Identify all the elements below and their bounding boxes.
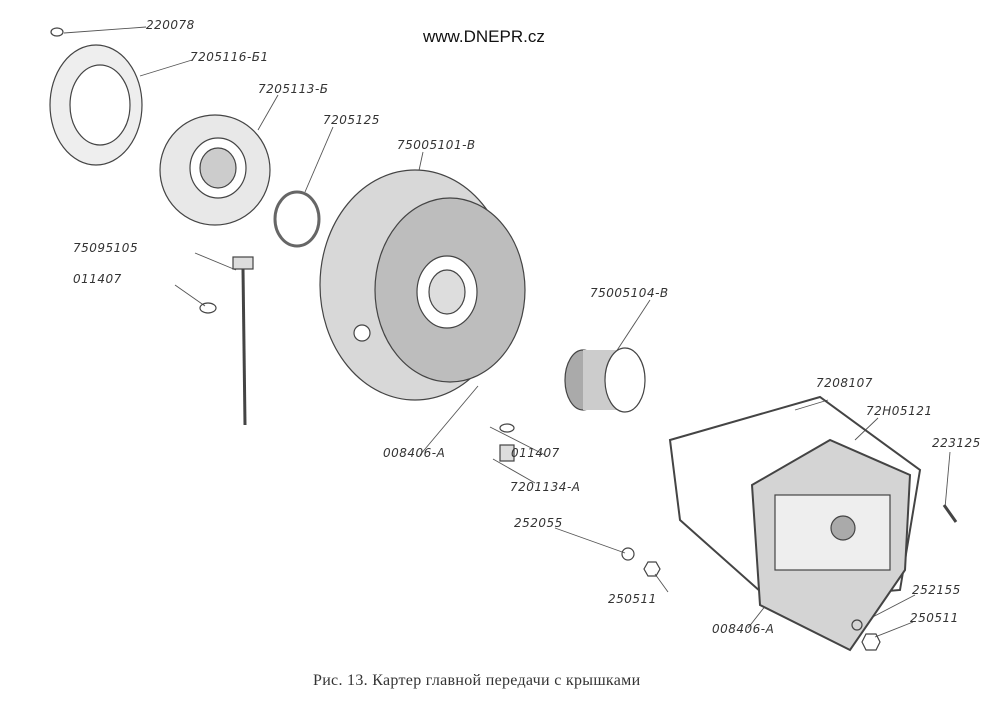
- bolt-223125: [942, 504, 958, 523]
- part-label: 7205125: [323, 113, 380, 127]
- leader-lines: [63, 26, 951, 638]
- washer-252155: [851, 619, 863, 631]
- screw-part: [50, 27, 64, 37]
- housing-75005101: [319, 169, 526, 401]
- gasket-7208107: [668, 395, 922, 602]
- part-label: 008406-А: [383, 446, 446, 460]
- part-label: 011407: [73, 272, 122, 286]
- part-label: 250511: [608, 592, 657, 606]
- washer-252055: [621, 547, 635, 561]
- part-label: 7205113-Б: [258, 82, 329, 96]
- nut-250511: [643, 561, 661, 577]
- washer-011407: [199, 302, 217, 314]
- part-label: 75005104-В: [590, 286, 669, 300]
- nut-250511-b: [861, 633, 881, 651]
- part-label: 223125: [932, 436, 981, 450]
- site-watermark: www.DNEPR.cz: [423, 27, 545, 46]
- part-label: 7205116-Б1: [190, 50, 269, 64]
- part-label: 7201134-А: [510, 480, 581, 494]
- bearing-75005104: [564, 347, 646, 413]
- dipstick-75095105: [232, 256, 254, 426]
- cover-72H05121: [750, 438, 912, 652]
- part-label: 008406-А: [712, 622, 775, 636]
- part-label: 7208107: [816, 376, 873, 390]
- ring-7205125: [273, 190, 321, 248]
- part-label: 75005101-В: [397, 138, 476, 152]
- part-label: 250511: [910, 611, 959, 625]
- gasket-7205116: [49, 44, 143, 166]
- washer-011407-b: [499, 423, 515, 433]
- part-label: 252155: [912, 583, 961, 597]
- part-label: 220078: [146, 18, 195, 32]
- plug-7201134: [499, 444, 515, 462]
- figure-caption: Рис. 13. Картер главной передачи с крышк…: [313, 672, 641, 689]
- part-label: 72Н05121: [866, 404, 933, 418]
- cover-7205113: [159, 114, 271, 226]
- part-label: 75095105: [73, 241, 139, 255]
- part-label: 252055: [514, 516, 563, 530]
- part-label: 011407: [511, 446, 560, 460]
